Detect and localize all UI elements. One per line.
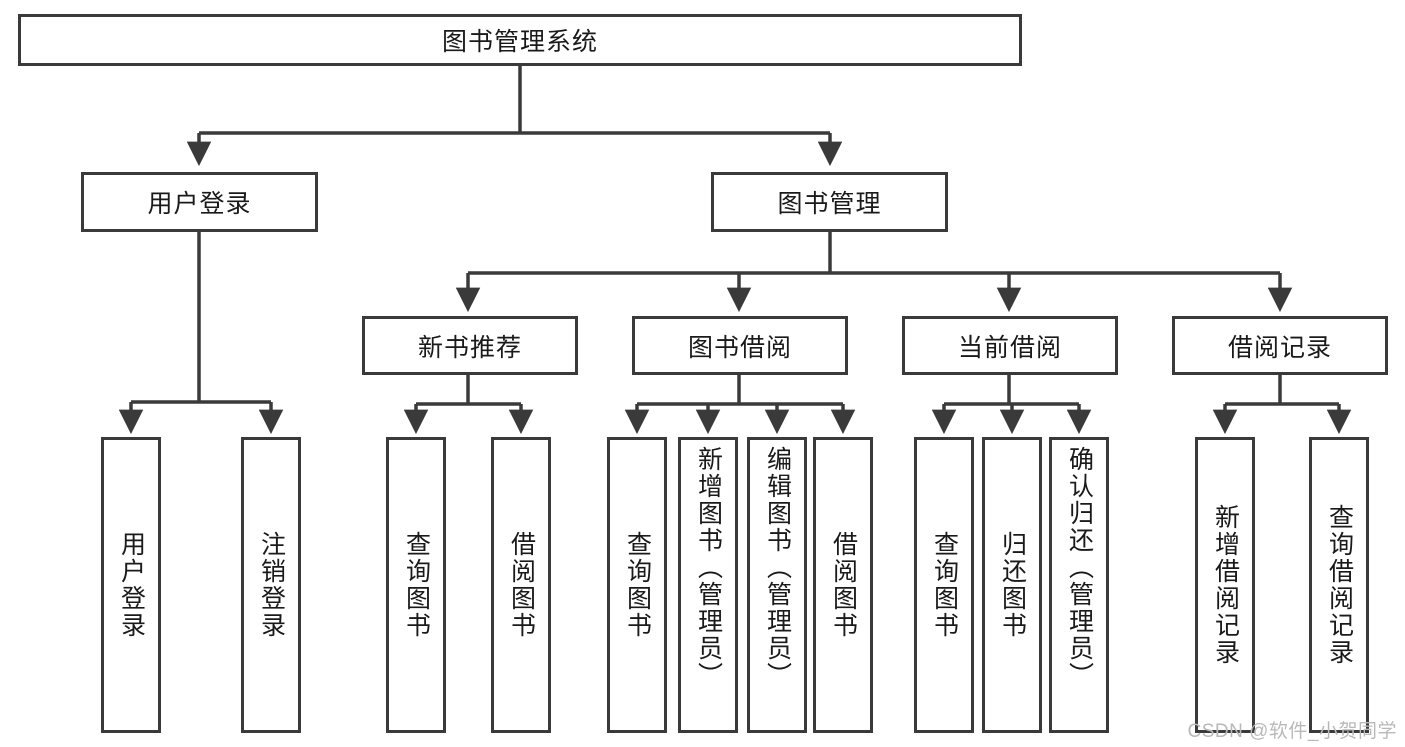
node-label: 借阅记录 — [1227, 333, 1332, 362]
node-label: 图书管理系统 — [441, 28, 598, 56]
leaf-current-return-book[interactable]: 归还图书 — [982, 437, 1042, 733]
node-label: 查询借阅记录 — [1325, 504, 1354, 666]
leaf-user-login-logout[interactable]: 注销登录 — [241, 437, 301, 733]
node-new-book-recommend[interactable]: 新书推荐 — [362, 316, 578, 375]
node-label: 归还图书 — [998, 531, 1027, 639]
node-label: 图书借阅 — [687, 333, 792, 362]
node-label: 用户登录 — [147, 190, 252, 218]
node-current-borrow[interactable]: 当前借阅 — [902, 316, 1118, 375]
node-label: 图书管理 — [777, 190, 882, 218]
node-book-borrow[interactable]: 图书借阅 — [632, 316, 848, 375]
node-label: 新书推荐 — [417, 333, 522, 362]
leaf-borrow-query-book[interactable]: 查询图书 — [607, 437, 667, 733]
leaf-current-query-book[interactable]: 查询图书 — [914, 437, 974, 733]
node-label: 新增图书（管理员） — [694, 446, 723, 689]
leaf-borrow-add-book-admin[interactable]: 新增图书（管理员） — [678, 437, 738, 733]
leaf-user-login-login[interactable]: 用户登录 — [101, 437, 161, 733]
leaf-recommend-borrow-book[interactable]: 借阅图书 — [491, 437, 551, 733]
node-root-system[interactable]: 图书管理系统 — [18, 14, 1022, 66]
leaf-borrow-edit-book-admin[interactable]: 编辑图书（管理员） — [747, 437, 807, 733]
node-user-login[interactable]: 用户登录 — [81, 172, 318, 232]
leaf-recommend-query-book[interactable]: 查询图书 — [386, 437, 446, 733]
leaf-current-confirm-return-admin[interactable]: 确认归还（管理员） — [1049, 437, 1109, 733]
node-label: 用户登录 — [117, 531, 146, 639]
node-label: 借阅图书 — [829, 531, 858, 639]
node-label: 借阅图书 — [507, 531, 536, 639]
node-borrow-records[interactable]: 借阅记录 — [1172, 316, 1388, 375]
node-label: 查询图书 — [930, 531, 959, 639]
node-label: 确认归还（管理员） — [1065, 446, 1094, 689]
node-label: 查询图书 — [623, 531, 652, 639]
leaf-records-query-record[interactable]: 查询借阅记录 — [1309, 437, 1369, 733]
node-label: 编辑图书（管理员） — [763, 446, 792, 689]
csdn-watermark: CSDN @软件_小贺同学 — [1187, 721, 1397, 742]
node-label: 注销登录 — [257, 531, 286, 639]
leaf-records-add-record[interactable]: 新增借阅记录 — [1195, 437, 1255, 733]
node-label: 新增借阅记录 — [1211, 504, 1240, 666]
leaf-borrow-borrow-book[interactable]: 借阅图书 — [813, 437, 873, 733]
node-label: 查询图书 — [402, 531, 431, 639]
node-book-management[interactable]: 图书管理 — [711, 172, 948, 232]
node-label: 当前借阅 — [957, 333, 1062, 362]
